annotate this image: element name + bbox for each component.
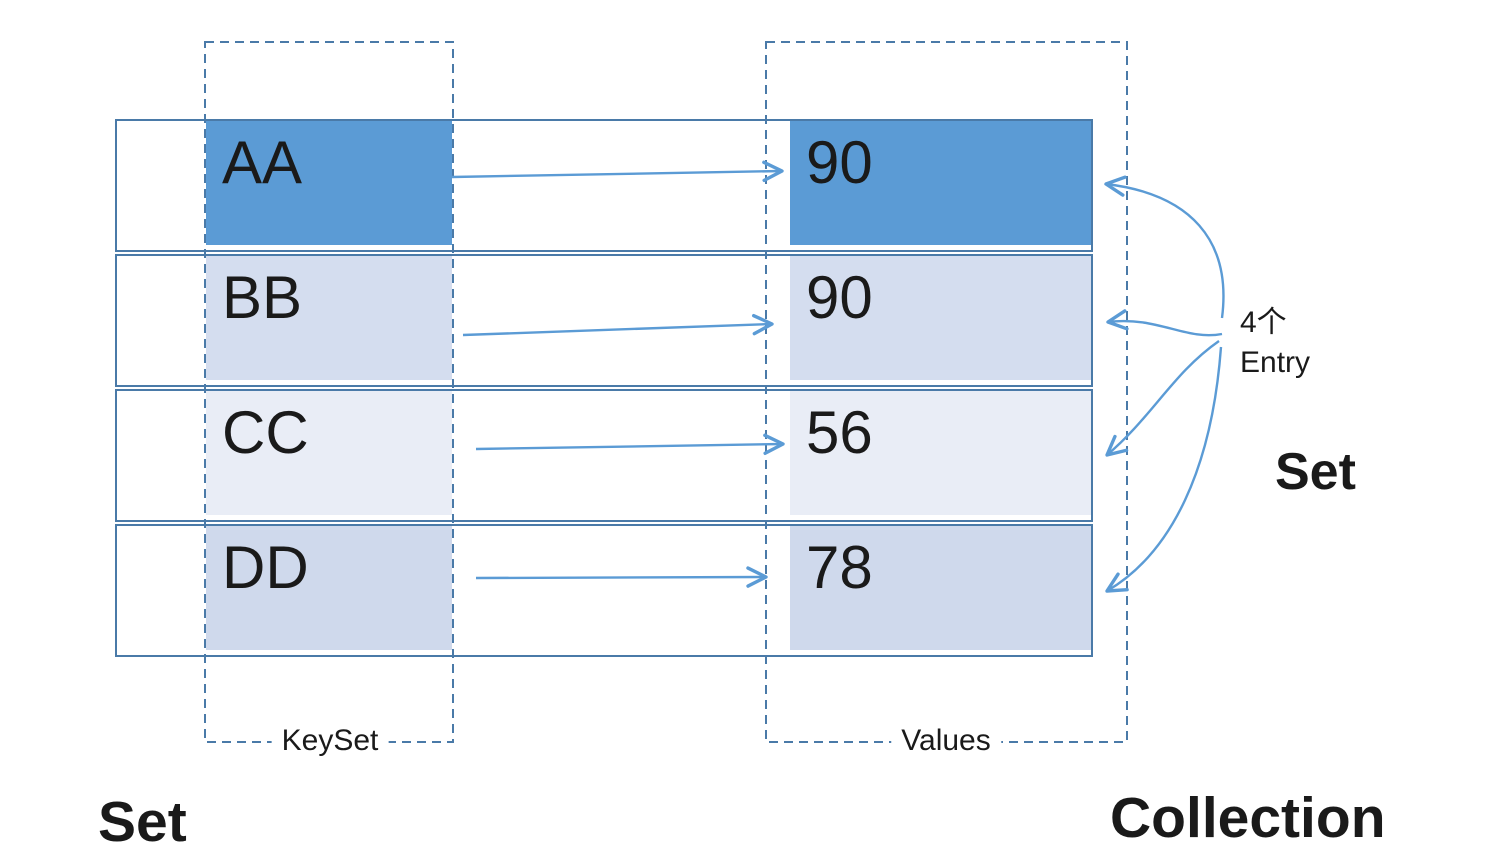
entry-count-line2: Entry	[1240, 346, 1311, 379]
key-cell-row3: CC	[206, 391, 452, 515]
value-cell-row4: 78	[790, 526, 1091, 650]
key-cell-row4: DD	[206, 526, 452, 650]
value-cell-row3: 56	[790, 391, 1091, 515]
entry-pointer-arrow-row2	[1106, 309, 1223, 337]
set-label-bottom: Set	[98, 790, 187, 854]
value-cell-row2: 90	[790, 256, 1091, 380]
collection-label: Collection	[1110, 786, 1386, 850]
keyset-label: KeySet	[271, 723, 389, 759]
entry-count-annotation: 4个 Entry	[1240, 303, 1310, 383]
values-label: Values	[891, 723, 1001, 759]
entry-count-line1: 4个	[1240, 306, 1287, 339]
key-cell-row2: BB	[206, 256, 452, 380]
entry-pointer-arrow-row1	[1104, 175, 1225, 319]
entry-pointer-arrow-row3	[1105, 340, 1220, 457]
set-label-right: Set	[1275, 443, 1356, 501]
key-cell-row1: AA	[206, 121, 452, 245]
value-cell-row1: 90	[790, 121, 1091, 245]
entry-pointer-arrow-row4	[1105, 346, 1223, 593]
